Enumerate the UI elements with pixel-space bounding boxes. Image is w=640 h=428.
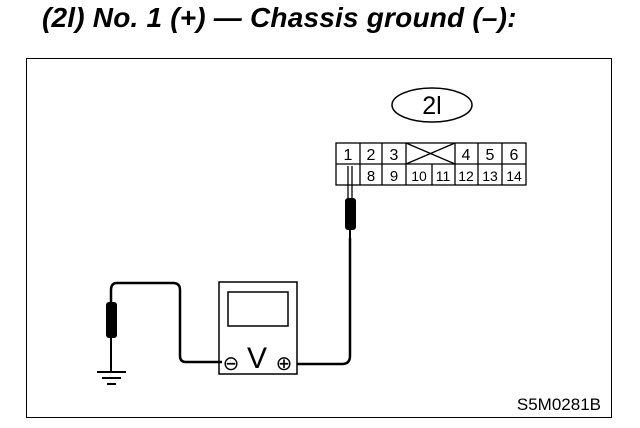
- figure-code: S5M0281B: [517, 395, 601, 414]
- negative-lead-wire: [109, 281, 222, 364]
- connector-label: 2l: [391, 87, 473, 123]
- connector-2l: [335, 142, 527, 186]
- voltmeter-symbol: V: [247, 342, 267, 375]
- negative-terminal: ⊖: [223, 353, 240, 375]
- page-heading: (2l) No. 1 (+) — Chassis ground (–):: [42, 2, 517, 33]
- connector-id: 2l: [422, 92, 441, 120]
- pin-1: 1: [344, 147, 353, 164]
- voltmeter-icon: V ⊖ ⊕: [218, 281, 298, 375]
- ground-symbol-icon: [97, 371, 126, 385]
- pin-5: 5: [486, 147, 495, 164]
- pin-10: 10: [411, 168, 427, 184]
- probe-icon: [345, 166, 356, 238]
- pin-6: 6: [510, 147, 519, 164]
- pin-9: 9: [390, 168, 398, 185]
- pin-2: 2: [367, 147, 376, 164]
- pin-3: 3: [390, 147, 399, 164]
- positive-lead-wire: [288, 238, 352, 366]
- pin-8: 8: [367, 168, 375, 185]
- pin-13: 13: [482, 168, 498, 184]
- diagram-frame: [26, 58, 612, 418]
- positive-terminal: ⊕: [276, 353, 293, 375]
- pin-12: 12: [458, 168, 474, 184]
- pin-14: 14: [506, 168, 522, 184]
- pin-4: 4: [462, 147, 471, 164]
- pin-11: 11: [436, 168, 451, 184]
- ground-probe: [106, 302, 117, 372]
